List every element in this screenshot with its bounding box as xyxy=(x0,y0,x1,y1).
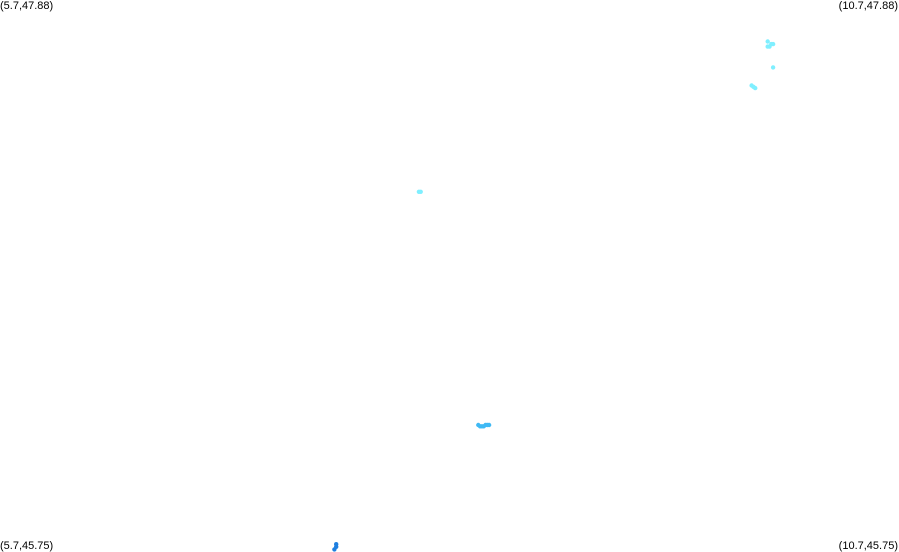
corner-bottom-left-label: (5.7,45.75) xyxy=(0,540,54,552)
data-point xyxy=(770,41,776,47)
corner-bottom-right-label: (10.7,45.75) xyxy=(838,540,898,552)
data-point xyxy=(770,65,776,70)
data-point xyxy=(486,422,492,428)
data-point xyxy=(751,84,756,90)
corner-top-left-label: (5.7,47.88) xyxy=(0,0,54,12)
data-point xyxy=(765,44,770,49)
data-point xyxy=(765,39,770,44)
data-point xyxy=(332,547,337,552)
data-point xyxy=(418,189,423,194)
corner-top-right-label: (10.7,47.88) xyxy=(838,0,898,12)
